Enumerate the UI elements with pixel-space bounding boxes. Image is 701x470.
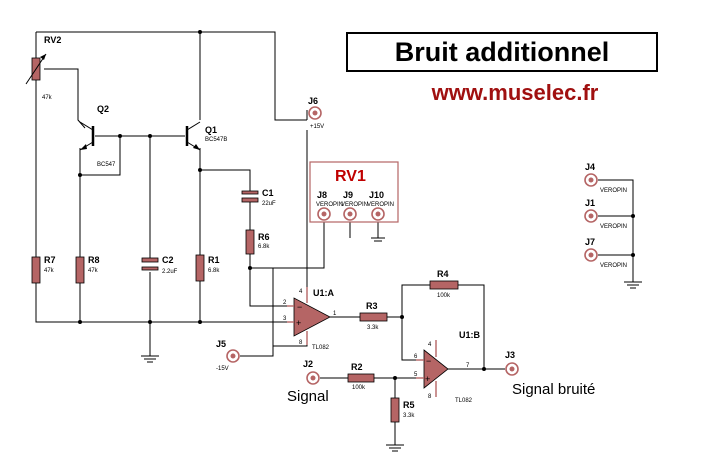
r3-value: 3.3k: [367, 325, 379, 331]
r6-ref: R6: [258, 232, 270, 242]
j7-ref: J7: [585, 237, 595, 247]
u1a-ref: U1:A: [313, 288, 335, 298]
j9-ref: J9: [343, 190, 353, 200]
j10-value: VEROPIN: [367, 202, 394, 208]
title: Bruit additionnel: [394, 36, 610, 67]
rv1-ref: RV1: [335, 168, 366, 185]
u1b-pin-minus: 6: [414, 354, 418, 360]
c1-capacitor: C1 22uF: [241, 187, 276, 207]
j1-ref: J1: [585, 198, 595, 208]
q1-transistor: Q1 BC547B: [185, 121, 227, 151]
r7-resistor: R7 47k: [31, 255, 56, 284]
r3-resistor: R3 3.3k: [359, 301, 388, 331]
wires: [35, 31, 642, 452]
u1a-pin-plus: 3: [283, 316, 287, 322]
u1b-pin-plus: 5: [414, 372, 418, 378]
svg-text:−: −: [426, 356, 431, 366]
svg-text:+: +: [425, 374, 430, 384]
u1b-ref: U1:B: [459, 330, 481, 340]
j10-ref: J10: [369, 190, 384, 200]
signal-in-label: Signal: [287, 388, 329, 405]
r4-value: 100k: [437, 293, 451, 299]
r1-ref: R1: [208, 255, 220, 265]
j5-connector[interactable]: J5 -15V: [216, 339, 240, 372]
q2-transistor: Q2 BC547: [79, 104, 116, 168]
c2-value: 2.2uF: [162, 269, 178, 275]
u1a-opamp: − + 2 3 1 4 8 U1:A TL082: [283, 287, 337, 351]
j9-value: VEROPIN: [341, 202, 368, 208]
c1-value: 22uF: [262, 201, 276, 207]
j7-value: VEROPIN: [600, 263, 627, 269]
r2-value: 100k: [352, 385, 366, 391]
r8-resistor: R8 47k: [75, 255, 100, 284]
r8-ref: R8: [88, 255, 100, 265]
j8-ref: J8: [317, 190, 327, 200]
rv2-potentiometer: RV2 47k: [25, 35, 61, 101]
r1-resistor: R1 6.8k: [195, 254, 220, 282]
j2-ref: J2: [303, 359, 313, 369]
q2-ref: Q2: [97, 104, 109, 114]
r5-resistor: R5 3.3k: [390, 397, 415, 423]
u1b-opamp: − + 6 5 7 4 8 U1:B TL082: [414, 330, 481, 404]
r7-value: 47k: [44, 268, 55, 274]
j1-connector[interactable]: J1 VEROPIN: [584, 198, 627, 230]
j4-connector[interactable]: J4 VEROPIN: [584, 162, 627, 194]
j4-value: VEROPIN: [600, 188, 627, 194]
u1b-value: TL082: [455, 398, 473, 404]
j6-connector[interactable]: J6 +15V: [306, 96, 324, 130]
u1a-pin-out: 1: [333, 311, 337, 317]
u1a-value: TL082: [312, 345, 330, 351]
r5-value: 3.3k: [403, 413, 415, 419]
r4-resistor: R4 100k: [429, 269, 459, 299]
q1-value: BC547B: [205, 137, 227, 143]
j5-ref: J5: [216, 339, 226, 349]
rv1-block: RV1 J8 J9 J10 VEROPIN VEROPIN VEROPIN: [309, 161, 399, 223]
j8-value: VEROPIN: [316, 202, 343, 208]
u1a-pin-vn: 8: [299, 340, 303, 346]
r2-resistor: R2 100k: [347, 362, 375, 391]
svg-text:+: +: [296, 318, 301, 328]
q1-ref: Q1: [205, 125, 217, 135]
title-box: Bruit additionnel: [346, 32, 658, 72]
u1b-pin-vn: 8: [428, 394, 432, 400]
r6-value: 6.8k: [258, 244, 270, 250]
j3-ref: J3: [505, 350, 515, 360]
q2-value: BC547: [97, 162, 116, 168]
j6-ref: J6: [308, 96, 318, 106]
junction-dots: [78, 30, 635, 380]
j7-connector[interactable]: J7 VEROPIN: [584, 237, 627, 269]
j5-value: -15V: [216, 366, 229, 372]
r4-ref: R4: [437, 269, 449, 279]
r8-value: 47k: [88, 268, 99, 274]
u1b-pin-out: 7: [466, 363, 470, 369]
j6-value: +15V: [310, 124, 324, 130]
c2-capacitor: C2 2.2uF: [141, 255, 178, 275]
r6-resistor: R6 6.8k: [245, 229, 270, 255]
u1a-pin-minus: 2: [283, 300, 287, 306]
j3-connector[interactable]: J3 Signal bruité: [505, 350, 595, 398]
r2-ref: R2: [351, 362, 363, 372]
c1-ref: C1: [262, 188, 274, 198]
c2-ref: C2: [162, 255, 174, 265]
j2-connector[interactable]: J2 Signal: [287, 359, 329, 405]
r3-ref: R3: [366, 301, 378, 311]
u1a-pin-vp: 4: [299, 289, 303, 295]
r5-ref: R5: [403, 400, 415, 410]
rv2-value: 47k: [42, 95, 53, 101]
u1b-pin-vp: 4: [428, 342, 432, 348]
j4-ref: J4: [585, 162, 595, 172]
svg-text:−: −: [297, 302, 302, 312]
rv2-ref: RV2: [44, 35, 61, 45]
signal-out-label: Signal bruité: [512, 381, 595, 398]
j1-value: VEROPIN: [600, 224, 627, 230]
website-link[interactable]: www.muselec.fr: [431, 80, 599, 105]
r1-value: 6.8k: [208, 268, 220, 274]
r7-ref: R7: [44, 255, 56, 265]
